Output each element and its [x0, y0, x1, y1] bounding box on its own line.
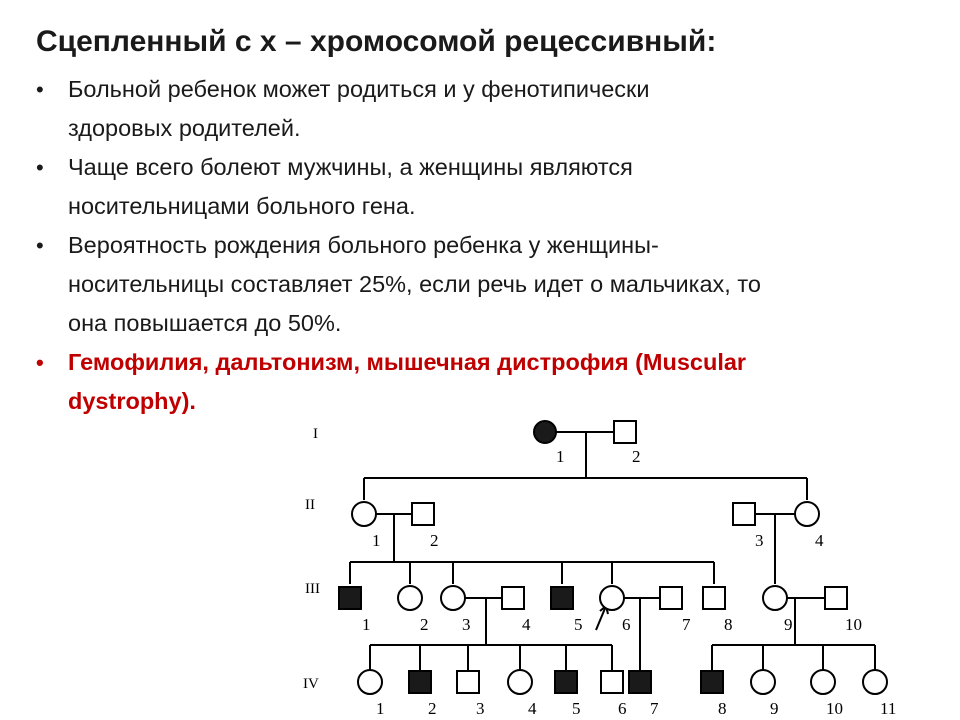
individual-number: 2 — [428, 699, 437, 718]
male-symbol — [702, 586, 726, 610]
individual-number: 4 — [815, 531, 824, 550]
female-affected-symbol — [533, 420, 557, 444]
individual-number: 2 — [420, 615, 429, 634]
male-symbol — [613, 420, 637, 444]
male-affected-symbol — [628, 670, 652, 694]
individual-number: 8 — [724, 615, 733, 634]
bullet-line: носительницы составляет 25%, если речь и… — [68, 271, 761, 297]
individual-number: 3 — [755, 531, 764, 550]
female-symbol — [351, 501, 377, 527]
female-symbol — [794, 501, 820, 527]
individual-number: 9 — [770, 699, 779, 718]
female-symbol — [862, 669, 888, 695]
male-affected-symbol — [554, 670, 578, 694]
proband-arrow — [595, 605, 607, 631]
individual-number: 2 — [430, 531, 439, 550]
bullet-line: Гемофилия, дальтонизм, мышечная дистрофи… — [68, 349, 747, 375]
bullet-item: • Больной ребенок может родиться и у фен… — [34, 70, 934, 148]
bullet-item: • Вероятность рождения больного ребенка … — [34, 226, 934, 343]
bullet-item-highlight: • Гемофилия, дальтонизм, мышечная дистро… — [34, 343, 934, 421]
individual-number: 2 — [632, 447, 641, 466]
male-affected-symbol — [338, 586, 362, 610]
generation-label: I — [313, 426, 318, 442]
bullet-line: носительницами больного гена. — [68, 193, 416, 219]
male-symbol — [501, 586, 525, 610]
female-symbol — [507, 669, 533, 695]
male-affected-symbol — [550, 586, 574, 610]
bullet-line: Больной ребенок может родиться и у фенот… — [68, 76, 650, 102]
individual-number: 4 — [522, 615, 531, 634]
bullet-line: она повышается до 50%. — [68, 310, 342, 336]
bullet-marker: • — [36, 155, 44, 180]
female-symbol — [357, 669, 383, 695]
female-symbol — [397, 585, 423, 611]
individual-number: 7 — [682, 615, 691, 634]
bullet-line: Вероятность рождения больного ребенка у … — [68, 232, 659, 258]
individual-number: 1 — [376, 699, 385, 718]
individual-number: 10 — [845, 615, 862, 634]
slide-title: Сцепленный с х – хромосомой рецессивный: — [36, 25, 717, 58]
individual-number: 11 — [880, 699, 896, 718]
bullet-line: здоровых родителей. — [68, 115, 301, 141]
male-symbol — [456, 670, 480, 694]
male-affected-symbol — [408, 670, 432, 694]
generation-label: II — [305, 497, 315, 513]
female-symbol — [599, 585, 625, 611]
individual-number: 1 — [362, 615, 371, 634]
male-symbol — [411, 502, 435, 526]
female-symbol — [750, 669, 776, 695]
individual-number: 1 — [372, 531, 381, 550]
bullet-marker: • — [36, 233, 44, 258]
individual-number: 9 — [784, 615, 793, 634]
male-symbol — [659, 586, 683, 610]
individual-number: 5 — [572, 699, 581, 718]
bullet-item: • Чаще всего болеют мужчины, а женщины я… — [34, 148, 934, 226]
bullet-line: Чаще всего болеют мужчины, а женщины явл… — [68, 154, 633, 180]
bullet-marker: • — [36, 77, 44, 102]
individual-number: 6 — [618, 699, 627, 718]
female-symbol — [440, 585, 466, 611]
bullet-line: dystrophy). — [68, 388, 196, 414]
male-symbol — [600, 670, 624, 694]
generation-label: III — [305, 581, 320, 597]
individual-number: 5 — [574, 615, 583, 634]
individual-number: 3 — [476, 699, 485, 718]
individual-number: 7 — [650, 699, 659, 718]
individual-number: 4 — [528, 699, 537, 718]
bullet-marker: • — [36, 350, 44, 375]
male-symbol — [824, 586, 848, 610]
individual-number: 6 — [622, 615, 631, 634]
individual-number: 3 — [462, 615, 471, 634]
connector-lines — [349, 431, 876, 670]
individual-number: 8 — [718, 699, 727, 718]
individual-number: 10 — [826, 699, 843, 718]
male-symbol — [732, 502, 756, 526]
bullet-list: • Больной ребенок может родиться и у фен… — [34, 70, 934, 421]
female-symbol — [762, 585, 788, 611]
generation-label: IV — [303, 676, 319, 692]
male-affected-symbol — [700, 670, 724, 694]
individual-number: 1 — [556, 447, 565, 466]
female-symbol — [810, 669, 836, 695]
